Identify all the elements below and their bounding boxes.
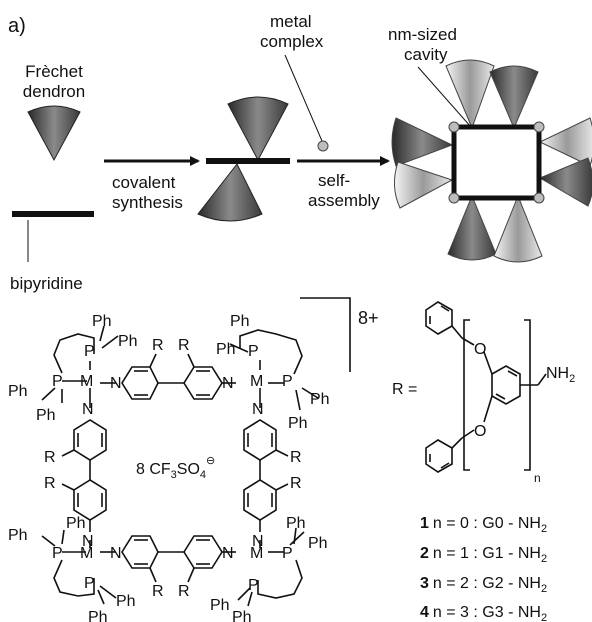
svg-text:N: N bbox=[110, 545, 122, 562]
dendron-icon bbox=[27, 105, 81, 162]
cavity-label-line1: nm-sized bbox=[388, 25, 457, 44]
svg-text:R: R bbox=[290, 449, 302, 466]
molecular-square bbox=[391, 59, 592, 263]
svg-text:Ph: Ph bbox=[66, 515, 86, 532]
svg-text:N: N bbox=[82, 533, 94, 550]
counterion-label: 8 CF3SO4⊖ bbox=[136, 455, 215, 481]
svg-text:O: O bbox=[474, 341, 486, 358]
charge-label: 8+ bbox=[358, 308, 379, 328]
svg-text:R: R bbox=[178, 337, 190, 354]
svg-text:Ph: Ph bbox=[116, 593, 136, 610]
svg-text:M: M bbox=[80, 373, 93, 390]
square-structure bbox=[41, 297, 351, 607]
covalent-label-line1: covalent bbox=[112, 173, 176, 192]
bipyridine-label: bipyridine bbox=[10, 274, 83, 293]
svg-text:NH2: NH2 bbox=[546, 365, 575, 385]
svg-text:Ph: Ph bbox=[310, 391, 330, 408]
structure-labels: Ph P M P Ph Ph Ph N N R R N M Ph Ph P P … bbox=[8, 308, 379, 622]
frechet-label-line2: dendron bbox=[23, 82, 85, 101]
frechet-label-line1: Frèchet bbox=[25, 62, 83, 81]
svg-text:Ph: Ph bbox=[308, 535, 328, 552]
svg-text:Ph: Ph bbox=[288, 415, 308, 432]
svg-text:Ph: Ph bbox=[210, 597, 230, 614]
svg-text:R: R bbox=[152, 337, 164, 354]
svg-text:P: P bbox=[282, 545, 293, 562]
svg-text:n: n bbox=[534, 471, 541, 485]
svg-text:Ph: Ph bbox=[36, 407, 56, 424]
functional-bipyridine-bar bbox=[206, 158, 290, 164]
svg-text:R: R bbox=[178, 583, 190, 600]
svg-text:P: P bbox=[84, 343, 95, 360]
svg-text:P: P bbox=[282, 373, 293, 390]
svg-text:Ph: Ph bbox=[88, 609, 108, 622]
metal-label-line1: metal bbox=[270, 12, 312, 31]
dendron-upper-icon bbox=[227, 96, 289, 162]
svg-text:R: R bbox=[44, 475, 56, 492]
dendron-lower-icon bbox=[197, 163, 263, 222]
dendron-labels: R = O O NH2 n bbox=[392, 341, 575, 485]
svg-text:O: O bbox=[474, 423, 486, 440]
self-label-line2: assembly bbox=[308, 191, 380, 210]
svg-text:Ph: Ph bbox=[232, 609, 252, 622]
svg-text:R =: R = bbox=[392, 381, 417, 398]
svg-text:R: R bbox=[290, 475, 302, 492]
svg-text:P: P bbox=[52, 545, 63, 562]
svg-text:Ph: Ph bbox=[92, 313, 112, 330]
covalent-label-line2: synthesis bbox=[112, 193, 183, 212]
self-label-line1: self- bbox=[318, 171, 350, 190]
metal-complex-dot bbox=[317, 140, 329, 152]
svg-text:M: M bbox=[80, 545, 93, 562]
metal-pointer bbox=[284, 54, 323, 142]
svg-text:Ph: Ph bbox=[8, 527, 28, 544]
svg-text:N: N bbox=[82, 401, 94, 418]
svg-text:P: P bbox=[52, 373, 63, 390]
svg-text:M: M bbox=[250, 373, 263, 390]
svg-text:P: P bbox=[248, 343, 259, 360]
panel-label: a) bbox=[8, 15, 26, 37]
svg-text:P: P bbox=[84, 575, 95, 592]
svg-text:R: R bbox=[152, 583, 164, 600]
svg-text:Ph: Ph bbox=[118, 333, 138, 350]
svg-text:R: R bbox=[44, 449, 56, 466]
dendron-structure bbox=[425, 301, 547, 473]
svg-text:Ph: Ph bbox=[8, 383, 28, 400]
svg-text:N: N bbox=[252, 533, 264, 550]
svg-text:P: P bbox=[248, 577, 259, 594]
svg-text:N: N bbox=[222, 545, 234, 562]
svg-text:N: N bbox=[252, 401, 264, 418]
svg-text:Ph: Ph bbox=[216, 341, 236, 358]
svg-text:Ph: Ph bbox=[230, 313, 250, 330]
metal-label-line2: complex bbox=[260, 32, 324, 51]
bipyridine-bar bbox=[12, 211, 94, 217]
svg-text:N: N bbox=[222, 375, 234, 392]
svg-text:M: M bbox=[250, 545, 263, 562]
svg-text:Ph: Ph bbox=[286, 515, 306, 532]
cavity-label-line2: cavity bbox=[404, 45, 448, 64]
svg-text:N: N bbox=[110, 375, 122, 392]
